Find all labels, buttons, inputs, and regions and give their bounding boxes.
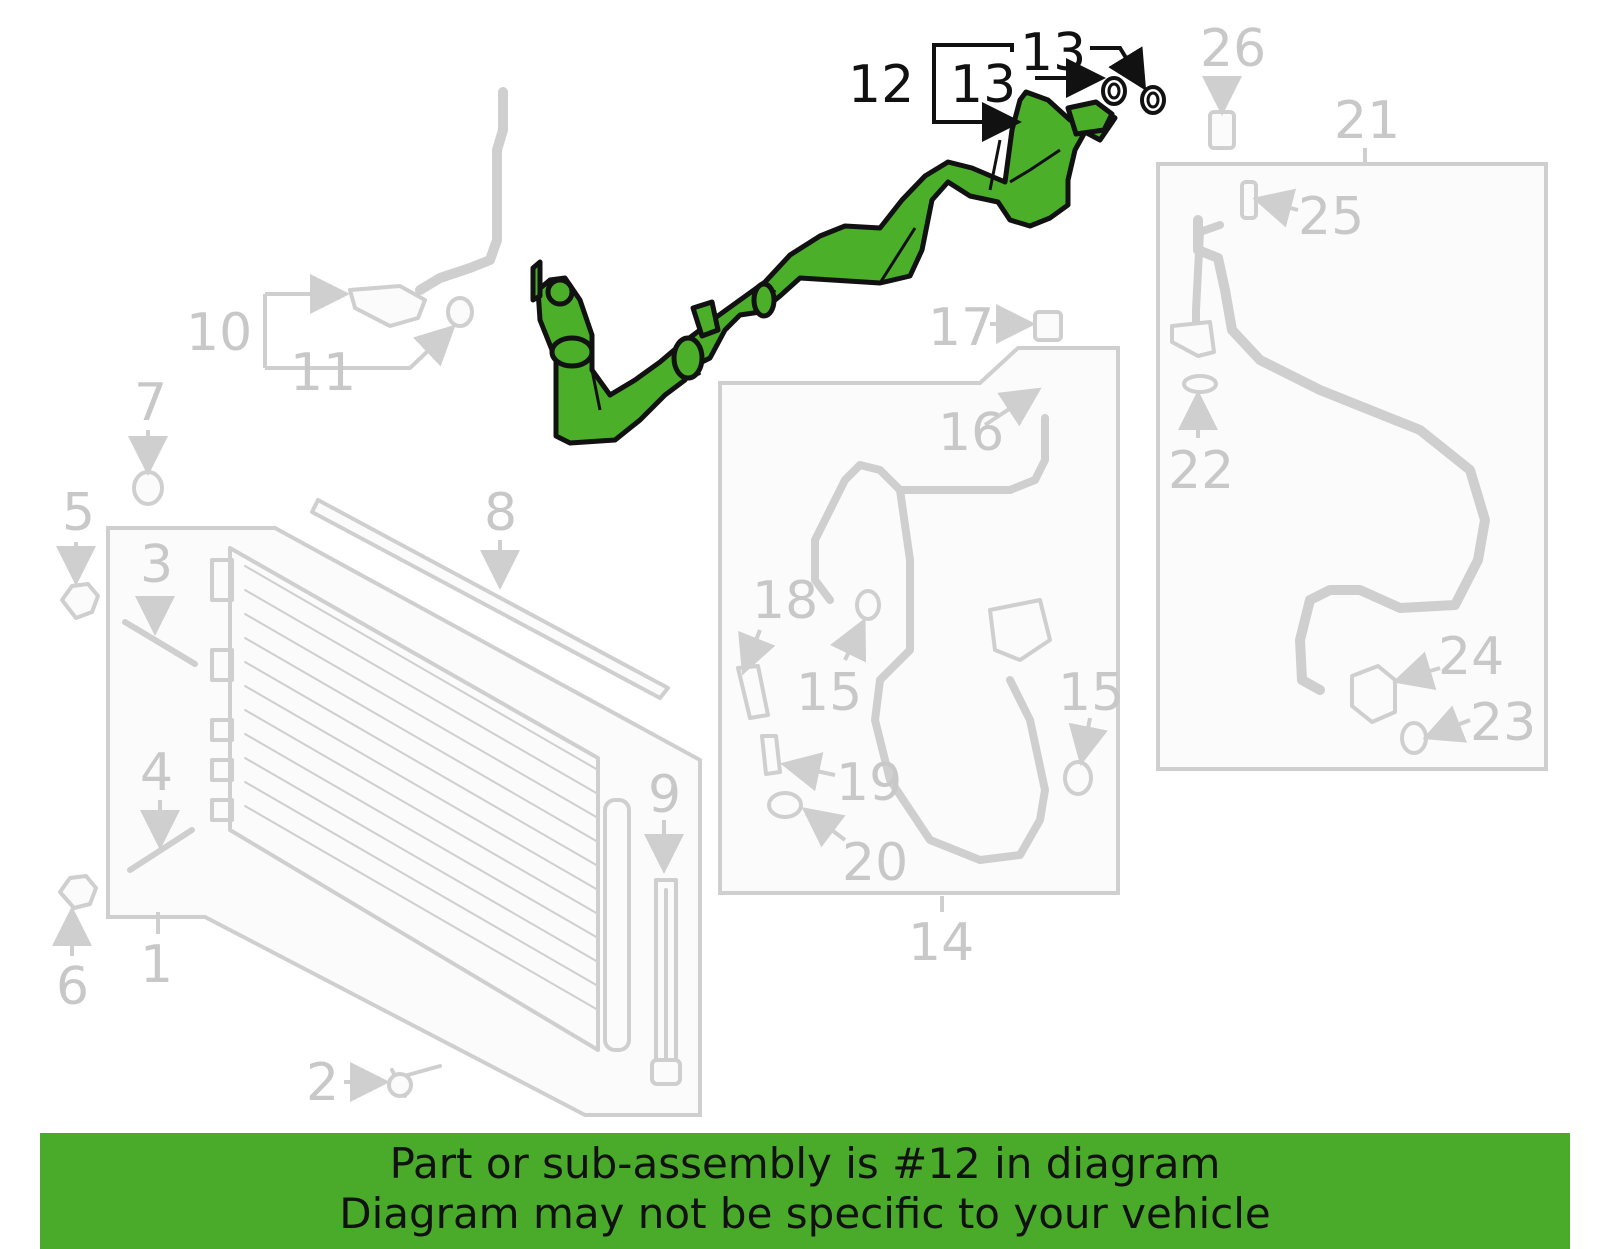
callout-24: 24 (1438, 627, 1504, 687)
callout-arrows (52, 430, 684, 1102)
callout-18: 18 (752, 571, 818, 631)
callout-5: 5 (62, 483, 95, 543)
condenser-fins (244, 565, 599, 1011)
callout-6: 6 (56, 957, 89, 1017)
callout-9: 9 (648, 765, 681, 825)
callout-2: 2 (306, 1053, 339, 1113)
callout-19: 19 (836, 753, 902, 813)
callout-12: 12 (848, 55, 914, 115)
hose-10 (263, 87, 508, 370)
callout-10: 10 (186, 303, 252, 363)
callout-16: 16 (938, 403, 1004, 463)
callout-23: 23 (1470, 693, 1536, 753)
callout-17: 17 (928, 298, 994, 358)
callout-arrows-12-13 (932, 43, 1166, 142)
callout-21: 21 (1334, 91, 1400, 151)
callout-22: 22 (1168, 441, 1234, 501)
callout-7: 7 (134, 373, 167, 433)
callout-11: 11 (290, 343, 356, 403)
callout-26: 26 (1200, 19, 1266, 79)
callout-14: 14 (908, 913, 974, 973)
callout-3: 3 (140, 535, 173, 595)
callout-15-a: 15 (796, 663, 862, 723)
callout-13-a: 13 (950, 55, 1016, 115)
hose-assembly-21 (1156, 76, 1548, 771)
banner-line-2: Diagram may not be specific to your vehi… (339, 1189, 1271, 1238)
condenser-group (58, 470, 702, 1117)
callout-15-b: 15 (1058, 663, 1124, 723)
hose-assembly-14 (718, 304, 1120, 912)
callout-25: 25 (1298, 187, 1364, 247)
banner-line-1: Part or sub-assembly is #12 in diagram (389, 1139, 1221, 1188)
callout-20: 20 (842, 833, 908, 893)
callout-8: 8 (484, 483, 517, 543)
callout-13-b: 13 (1020, 23, 1086, 83)
highlighted-part-12 (530, 89, 1118, 446)
callout-4: 4 (140, 743, 173, 803)
info-banner: Part or sub-assembly is #12 in diagram D… (40, 1133, 1570, 1249)
callout-1: 1 (140, 935, 173, 995)
